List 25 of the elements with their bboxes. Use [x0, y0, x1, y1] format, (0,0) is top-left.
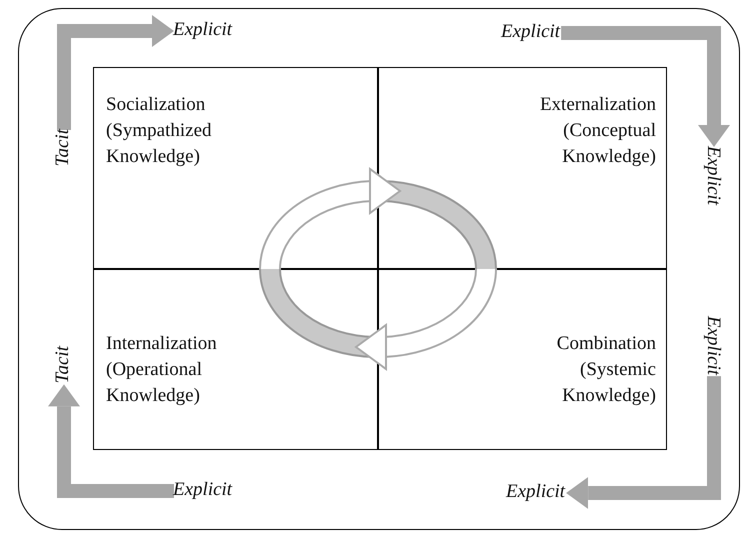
quadrant-panel [93, 67, 379, 270]
quadrant-panel [377, 268, 667, 450]
quadrant-subtitle: (Conceptual Knowledge) [561, 119, 656, 169]
knowledge-type-label: Explicit [506, 481, 566, 503]
quadrant-title: Combination [556, 332, 656, 356]
rounded-frame [18, 8, 740, 530]
knowledge-type-label: Tacit [52, 129, 74, 166]
quadrant-title: Socialization [106, 93, 206, 117]
knowledge-type-label: Explicit [173, 479, 232, 501]
quadrant-panel [377, 67, 667, 270]
arrow [566, 376, 721, 509]
quadrant-title: Internalization [106, 332, 218, 356]
quadrant-subtitle: (Systemic Knowledge) [561, 358, 656, 408]
knowledge-type-label: Explicit [173, 19, 232, 41]
arrow [48, 384, 174, 498]
quadrant-title: Externalization [540, 93, 656, 117]
quadrant-subtitle: (Sympathized Knowledge) [106, 119, 213, 169]
arrow [561, 26, 730, 147]
knowledge-type-label: Tacit [52, 346, 74, 384]
knowledge-type-label: Explicit [702, 146, 724, 206]
arrow [57, 15, 174, 130]
knowledge-type-label: Explicit [501, 21, 560, 43]
quadrant-panel [93, 268, 379, 450]
knowledge-type-label: Explicit [702, 316, 724, 376]
quadrant-subtitle: (Operational Knowledge) [106, 358, 204, 408]
